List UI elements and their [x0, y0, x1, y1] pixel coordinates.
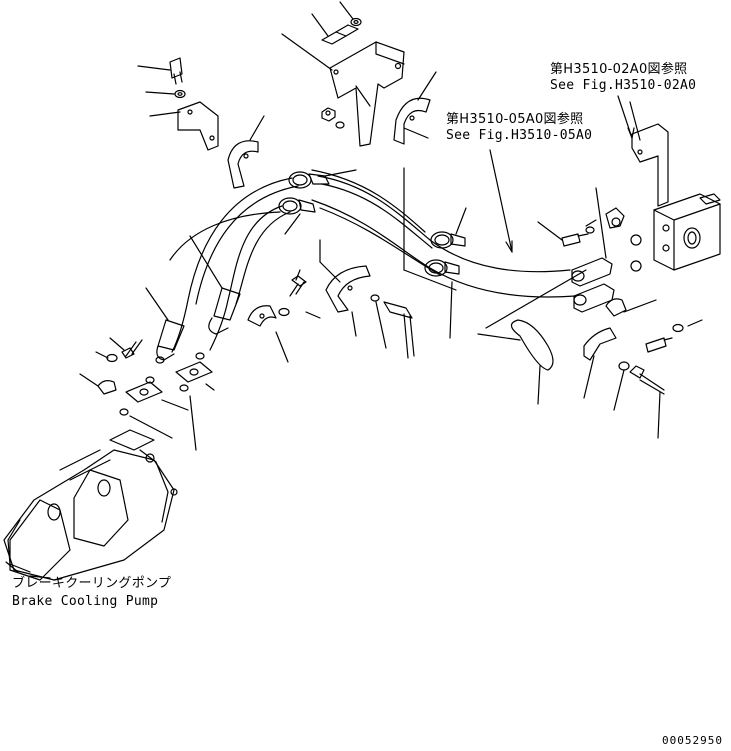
fitting-upper-2	[278, 197, 316, 235]
leader-ref-02	[617, 95, 635, 139]
small-clamp-middle	[247, 305, 289, 363]
pump-label-en: Brake Cooling Pump	[12, 594, 159, 609]
flange-2	[175, 361, 215, 391]
strap-clamp	[477, 269, 587, 405]
hose-end-1	[145, 287, 185, 361]
right-bolt-upper	[537, 221, 595, 247]
right-long-bolt	[613, 361, 665, 439]
washer-small	[335, 121, 345, 129]
reference-02-jp: 第H3510-02A0図参照	[550, 62, 688, 77]
right-clamp-1	[585, 207, 625, 229]
left-washer	[145, 89, 186, 99]
reference-05-en: See Fig.H3510-05A0	[446, 128, 593, 143]
valve-block	[653, 193, 721, 271]
right-clamp-2	[605, 298, 657, 317]
middle-clamp	[319, 239, 371, 337]
washer-left-1	[95, 351, 118, 363]
left-clamp	[227, 115, 265, 189]
left-bolt	[137, 57, 183, 85]
hose-lower	[311, 199, 576, 298]
fitting-right-1	[571, 187, 613, 287]
left-bracket	[149, 101, 219, 151]
hose-long-left-2	[169, 205, 291, 351]
leader-block	[403, 167, 457, 291]
top-washer	[339, 1, 362, 27]
right-bolt-lower	[645, 319, 703, 353]
bolt-left-1	[109, 337, 143, 359]
fitting-upper-1	[288, 169, 357, 189]
small-bolt-middle	[278, 269, 321, 319]
middle-bolt	[370, 294, 415, 359]
flange-1	[125, 381, 189, 411]
reference-02-en: See Fig.H3510-02A0	[550, 78, 697, 93]
fitting-mid-2	[424, 259, 460, 339]
hose-end-2	[189, 235, 241, 335]
reference-05-jp: 第H3510-05A0図参照	[446, 112, 584, 127]
upper-bracket	[281, 33, 405, 147]
top-bolt	[311, 13, 359, 45]
right-clip	[583, 327, 617, 399]
fitting-mid-1	[430, 207, 467, 249]
brake-cooling-pump	[3, 429, 178, 581]
o-rings-right	[611, 217, 642, 272]
hose-upper	[311, 169, 571, 273]
o-rings-left	[119, 352, 205, 451]
hose-long-left-1	[171, 177, 299, 353]
leader-ref-05	[489, 149, 513, 253]
drawing-code: 00052950	[662, 734, 723, 747]
pump-label-jp: ブレーキクーリングポンプ	[12, 576, 172, 591]
right-bracket	[629, 101, 669, 207]
clamp-left-lower	[79, 373, 117, 395]
nut-small	[321, 107, 336, 122]
clamp-upper-right	[393, 71, 437, 145]
